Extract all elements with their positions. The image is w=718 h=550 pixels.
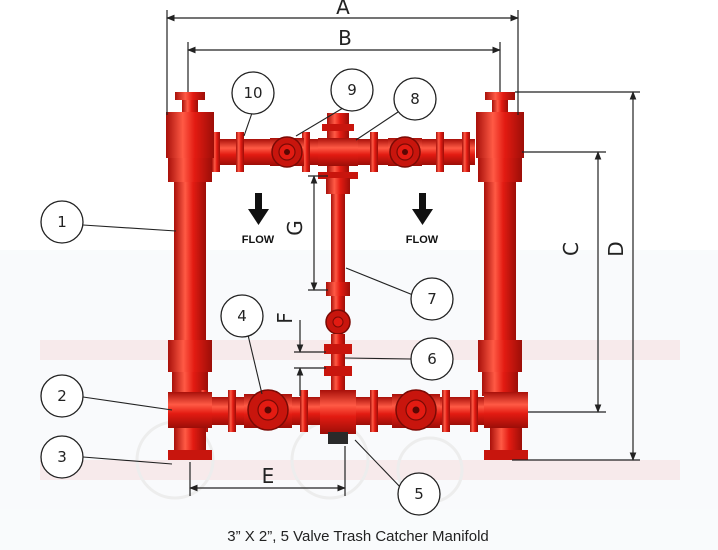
dimension-lines: [166, 10, 640, 496]
dim-e-label: E: [262, 464, 275, 488]
bottom-left-tee: [168, 392, 212, 460]
center-spool: [324, 178, 352, 396]
dim-g-label: G: [283, 220, 307, 236]
top-cross: [318, 113, 358, 180]
callout-2: 2: [40, 374, 84, 418]
callout-9: 9: [330, 68, 374, 112]
callout-3-label: 3: [57, 448, 67, 466]
callout-9-label: 9: [347, 81, 357, 99]
callout-2-label: 2: [57, 387, 67, 405]
callout-5-label: 5: [414, 485, 424, 503]
dim-a-label: A: [336, 0, 350, 19]
callout-leaders: [82, 107, 419, 491]
top-valve-left: [270, 136, 304, 168]
callout-4-label: 4: [237, 307, 247, 325]
callout-8: 8: [393, 77, 437, 121]
callout-8-label: 8: [410, 90, 420, 108]
callout-7: 7: [410, 277, 454, 321]
top-valve-right: [388, 136, 422, 168]
flow-label-right: FLOW: [406, 234, 439, 246]
callout-10-label: 10: [243, 84, 262, 102]
callout-3: 3: [40, 435, 84, 479]
left-trash-catcher: [166, 92, 214, 396]
callout-7-label: 7: [427, 290, 437, 308]
flow-arrow-right: FLOW: [406, 193, 439, 246]
bottom-right-tee: [484, 392, 528, 460]
callout-5: 5: [397, 472, 441, 516]
callout-1: 1: [40, 200, 84, 244]
callout-10: 10: [231, 71, 275, 115]
dim-f-label: F: [273, 312, 297, 324]
bottom-center-cross: [320, 390, 356, 444]
diagram-caption: 3” X 2”, 5 Valve Trash Catcher Manifold: [227, 528, 489, 545]
flow-arrow-left: FLOW: [242, 193, 275, 246]
bottom-valve-right: [392, 389, 440, 431]
right-trash-catcher: [476, 92, 524, 396]
callout-4: 4: [220, 294, 264, 338]
dim-c-label: C: [559, 242, 583, 256]
dim-b-label: B: [338, 26, 352, 50]
callout-6: 6: [410, 337, 454, 381]
bottom-valve-left: [244, 389, 292, 431]
callout-6-label: 6: [427, 350, 437, 368]
dim-d-label: D: [604, 241, 628, 256]
flow-label-left: FLOW: [242, 234, 275, 246]
callout-1-label: 1: [57, 213, 67, 231]
